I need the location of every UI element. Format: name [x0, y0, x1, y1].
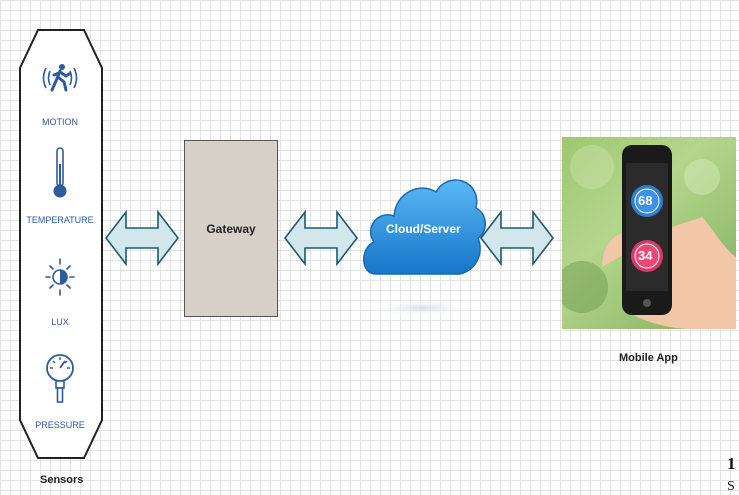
- caption-text: S: [727, 479, 735, 494]
- sensor-label-pressure: PRESSURE: [35, 420, 85, 430]
- pressure-gauge-icon: [46, 354, 74, 403]
- phone-reading-top: 68: [638, 193, 653, 208]
- phone-reading-bottom: 34: [638, 248, 653, 263]
- bidirectional-arrow: [479, 209, 555, 267]
- cloud-icon: [363, 179, 486, 317]
- lux-icon: [45, 258, 75, 296]
- motion-icon: [42, 64, 78, 92]
- caption-number: 1: [727, 454, 736, 473]
- mobile-app-photo: 68 34: [562, 137, 736, 329]
- gateway-box: Gateway: [184, 140, 278, 317]
- bidirectional-arrow: [104, 209, 180, 267]
- mobile-app-label: Mobile App: [619, 352, 678, 364]
- bidirectional-arrow: [283, 209, 359, 267]
- gateway-label: Gateway: [206, 221, 256, 236]
- sensors-panel: [19, 29, 103, 459]
- sensor-label-lux: LUX: [51, 317, 69, 327]
- sensors-title: Sensors: [40, 474, 84, 486]
- sensor-label-temperature: TEMPERATURE: [26, 215, 94, 225]
- thermometer-icon: [53, 147, 67, 198]
- hand-holding-phone: [562, 145, 736, 329]
- cloud-label: Cloud/Server: [386, 222, 461, 236]
- sensor-label-motion: MOTION: [42, 117, 78, 127]
